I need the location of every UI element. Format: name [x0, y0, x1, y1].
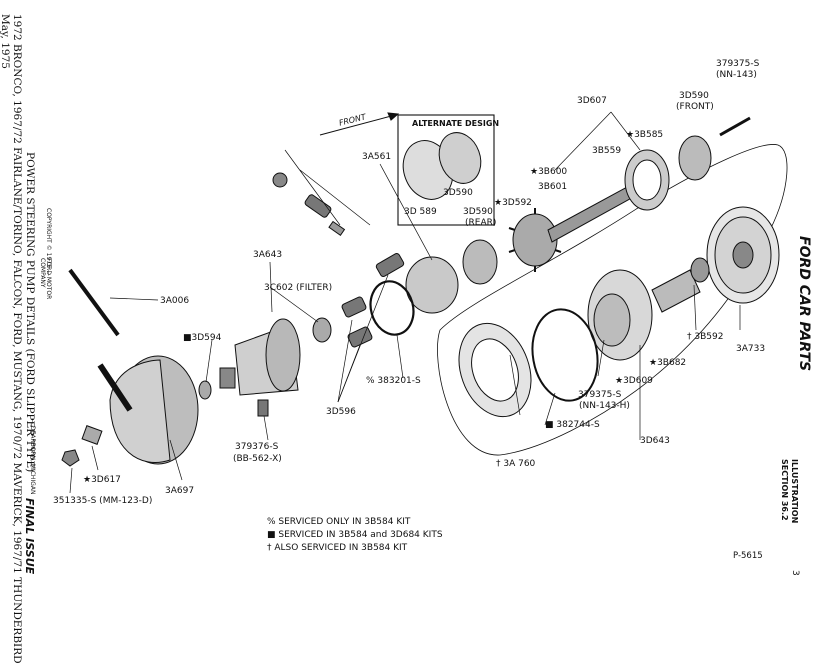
legend-item-percent: % SERVICED ONLY IN 3B584 KIT	[267, 517, 411, 527]
label-3d596: 3D596	[326, 407, 356, 417]
label-3b600: ★3B600	[530, 167, 568, 177]
label-3b682: ★3B682	[649, 358, 687, 368]
label-rear: (REAR)	[465, 218, 497, 228]
label-3a006: 3A006	[160, 296, 190, 306]
parts-diagram-page: 1972 BRONCO, 1967/72 FAIRLANE/TORINO, FA…	[0, 14, 812, 664]
label-379375-s-low: 379375-S	[578, 390, 622, 400]
label-3d589-alt: 3D 589	[404, 207, 437, 217]
label-382744-s: ■ 382744-S	[545, 420, 600, 430]
label-3a760: † 3A 760	[496, 459, 536, 469]
label-3b585: ★3B585	[626, 130, 664, 140]
label-351335-s: 351335-S (MM-123-D)	[53, 496, 153, 506]
label-front: (FRONT)	[676, 102, 714, 112]
label-3d592: ★3D592	[494, 198, 532, 208]
label-3d617: ★3D617	[83, 475, 121, 485]
label-nn-143-h: (NN-143-H)	[579, 401, 630, 411]
label-3c602: 3C602 (FILTER)	[264, 283, 333, 293]
label-3b592: † 3B592	[687, 332, 724, 342]
label-3d609: ★3D609	[615, 376, 653, 386]
label-3b559: 3B559	[592, 146, 622, 156]
plate-number: P-5615	[733, 551, 763, 561]
label-nn-143: (NN-143)	[716, 70, 757, 80]
label-3a561: 3A561	[362, 152, 392, 162]
service-kit-legend: % SERVICED ONLY IN 3B584 KIT ■ SERVICED …	[267, 516, 443, 555]
exploded-view-artwork	[61, 111, 788, 494]
label-3b601: 3B601	[538, 182, 568, 192]
legend-item-square: ■ SERVICED IN 3B584 and 3D684 KITS	[267, 530, 443, 540]
label-3d590-front: 3D590	[679, 91, 709, 101]
legend-item-dagger: † ALSO SERVICED IN 3B584 KIT	[267, 543, 408, 553]
label-3d590-rear: 3D590	[463, 207, 493, 217]
label-379376-s: 379376-S	[235, 442, 279, 452]
label-3a697: 3A697	[165, 486, 195, 496]
label-3d590-alt: 3D590	[443, 188, 473, 198]
label-383201: % 383201-S	[366, 376, 421, 386]
label-379375-s-top: 379375-S	[716, 59, 760, 69]
label-3d594: ■3D594	[183, 333, 222, 343]
label-3a643: 3A643	[253, 250, 283, 260]
label-3d607: 3D607	[577, 96, 607, 106]
label-3a733: 3A733	[736, 344, 766, 354]
label-bb-562-x: (BB-562-X)	[233, 454, 282, 464]
alternate-design-title: ALTERNATE DESIGN	[412, 119, 500, 128]
label-3d643: 3D643	[640, 436, 670, 446]
